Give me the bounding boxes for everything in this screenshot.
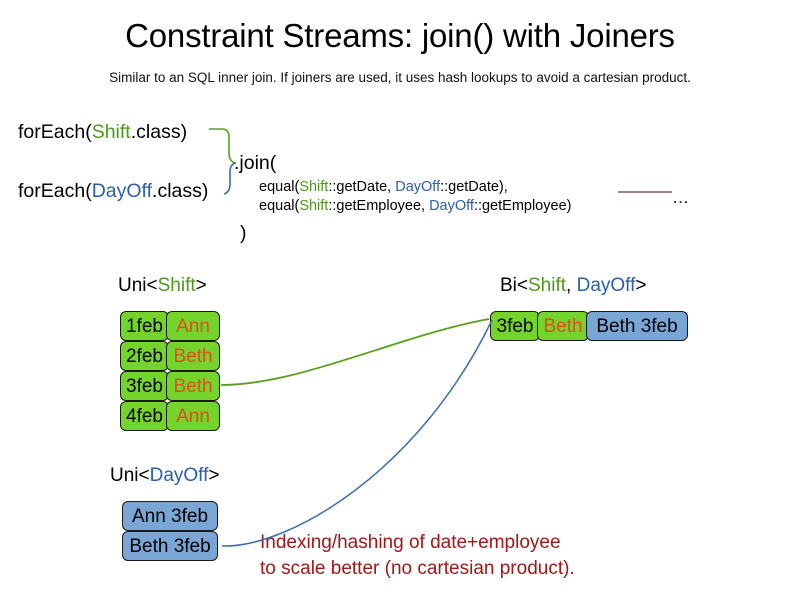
label-bi-stream: Bi<Shift, DayOff> bbox=[500, 275, 646, 297]
dayoff-value-cell: Beth 3feb bbox=[122, 531, 218, 561]
code-equal-date: equal(Shift::getDate, DayOff::getDate), bbox=[259, 179, 508, 195]
bi-tuple-row: 3feb Beth Beth 3feb bbox=[490, 311, 688, 341]
uni-dayoff-label-type: DayOff bbox=[149, 465, 209, 486]
bi-label-type-a: Shift bbox=[528, 275, 567, 296]
equal2-left-type: Shift bbox=[299, 198, 329, 214]
page-title: Constraint Streams: join() with Joiners bbox=[125, 17, 675, 54]
equal2-left-method: ::getEmployee, bbox=[328, 198, 430, 214]
uni-shift-label-prefix: Uni< bbox=[118, 275, 158, 296]
connector-shift-to-join bbox=[209, 128, 236, 164]
code-ellipsis: … bbox=[672, 188, 689, 207]
dayoff-tuple-row: Ann 3feb bbox=[122, 501, 218, 531]
foreach-shift-prefix: forEach( bbox=[18, 121, 92, 143]
bi-shift-employee-cell: Beth bbox=[537, 311, 589, 341]
foreach-dayoff-type: DayOff bbox=[91, 180, 153, 202]
equal2-right-method: ::getEmployee) bbox=[473, 198, 572, 214]
label-uni-shift: Uni<Shift> bbox=[118, 275, 207, 297]
uni-dayoff-label-suffix: > bbox=[208, 465, 220, 486]
equal1-left-method: ::getDate, bbox=[328, 179, 396, 195]
shift-employee-cell: Ann bbox=[166, 311, 220, 341]
bi-label-type-b: DayOff bbox=[576, 275, 636, 296]
bi-label-separator: , bbox=[566, 275, 577, 296]
bi-label-suffix: > bbox=[635, 275, 647, 296]
shift-employee-cell: Ann bbox=[166, 401, 220, 431]
code-close-paren: ) bbox=[240, 222, 247, 244]
annotation-line-2: to scale better (no cartesian product). bbox=[260, 557, 575, 579]
foreach-dayoff-prefix: forEach( bbox=[18, 180, 92, 202]
code-foreach-dayoff: forEach(DayOff.class) bbox=[18, 180, 208, 203]
equal1-left-type: Shift bbox=[299, 179, 329, 195]
dayoff-value-cell: Ann 3feb bbox=[122, 501, 218, 531]
code-foreach-shift: forEach(Shift.class) bbox=[18, 121, 187, 144]
shift-date-cell: 2feb bbox=[120, 341, 169, 371]
page-subtitle: Similar to an SQL inner join. If joiners… bbox=[109, 70, 691, 85]
shift-tuple-row: 2feb Beth bbox=[120, 341, 220, 371]
dayoff-tuple-row: Beth 3feb bbox=[122, 531, 218, 561]
equal1-right-method: ::getDate), bbox=[440, 179, 508, 195]
bi-label-prefix: Bi< bbox=[500, 275, 528, 296]
connector-dayoff-row-to-bi bbox=[221, 319, 493, 547]
equal2-right-type: DayOff bbox=[429, 198, 474, 214]
shift-tuple-row: 4feb Ann bbox=[120, 401, 220, 431]
uni-shift-label-type: Shift bbox=[157, 275, 196, 296]
annotation-note: Indexing/hashing of date+employee to scal… bbox=[260, 530, 575, 581]
code-join-call: .join( bbox=[234, 152, 277, 174]
shift-employee-cell: Beth bbox=[166, 341, 220, 371]
connector-shift-row-to-bi bbox=[220, 318, 490, 386]
equal1-prefix: equal( bbox=[259, 179, 300, 195]
shift-employee-cell: Beth bbox=[166, 371, 220, 401]
equal1-right-type: DayOff bbox=[395, 179, 441, 195]
equal2-prefix: equal( bbox=[259, 198, 300, 214]
label-uni-dayoff: Uni<DayOff> bbox=[110, 465, 220, 487]
code-equal-employee: equal(Shift::getEmployee, DayOff::getEmp… bbox=[259, 198, 571, 214]
uni-dayoff-label-prefix: Uni< bbox=[110, 465, 150, 486]
uni-shift-label-suffix: > bbox=[195, 275, 207, 296]
bi-shift-date-cell: 3feb bbox=[490, 311, 540, 341]
shift-date-cell: 4feb bbox=[120, 401, 169, 431]
foreach-shift-type: Shift bbox=[91, 121, 131, 143]
shift-date-cell: 3feb bbox=[120, 371, 169, 401]
shift-tuple-row: 3feb Beth bbox=[120, 371, 220, 401]
foreach-shift-suffix: .class) bbox=[130, 121, 188, 143]
annotation-line-1: Indexing/hashing of date+employee bbox=[260, 532, 561, 553]
shift-date-cell: 1feb bbox=[120, 311, 169, 341]
bi-dayoff-cell: Beth 3feb bbox=[586, 311, 688, 341]
shift-tuple-row: 1feb Ann bbox=[120, 311, 220, 341]
foreach-dayoff-suffix: .class) bbox=[152, 180, 209, 202]
